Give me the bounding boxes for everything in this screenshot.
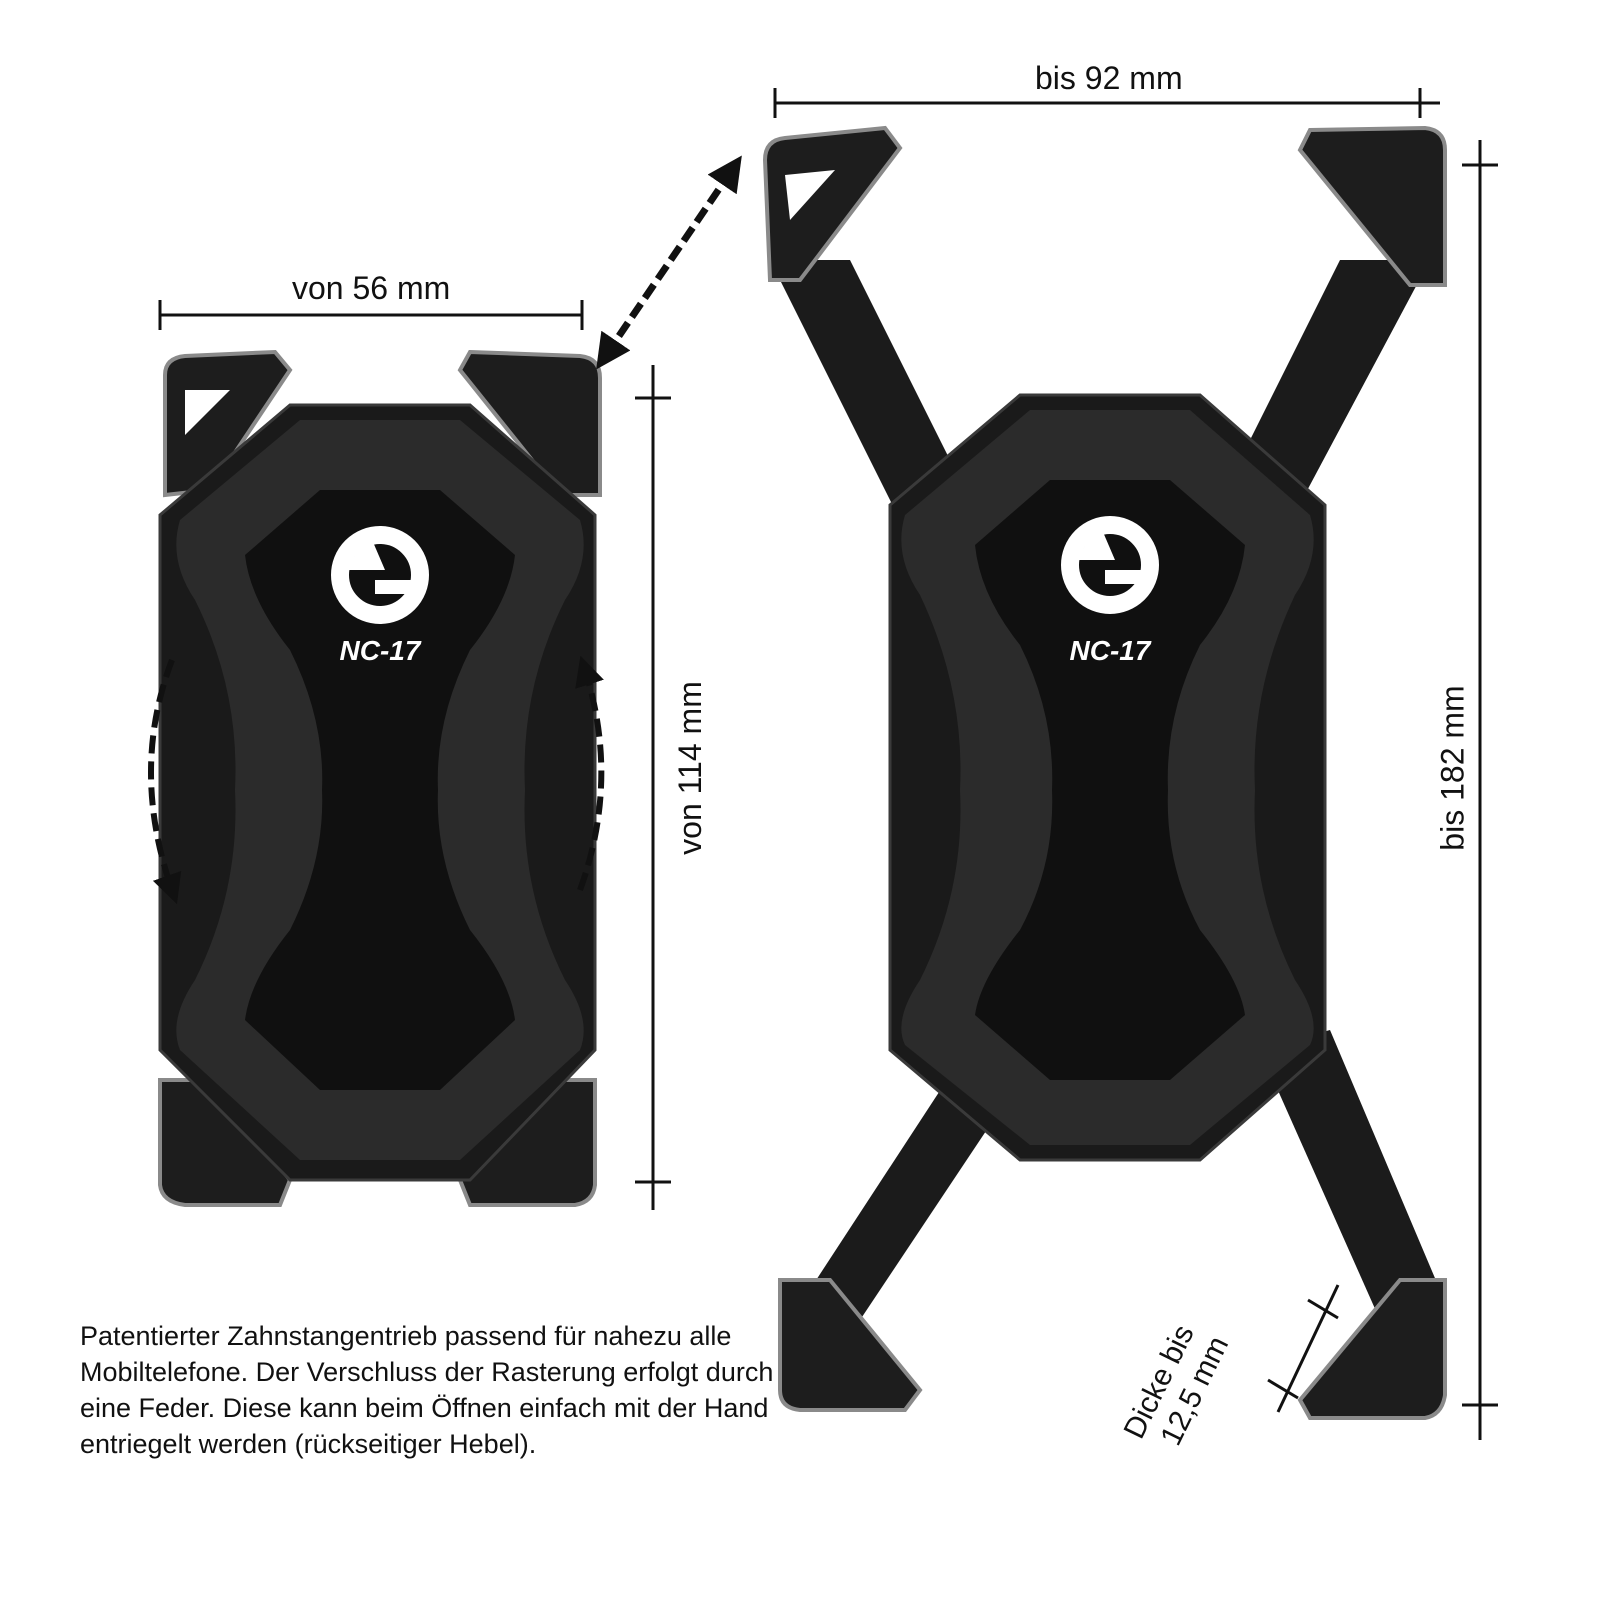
open-height-label: bis 182 mm xyxy=(1434,685,1471,851)
rotate-arrow-down-icon xyxy=(148,658,182,905)
clamp-top-left xyxy=(163,349,293,498)
triangle-window-icon xyxy=(185,390,230,435)
dim-closed-width xyxy=(158,300,584,330)
triangle-window-icon xyxy=(785,170,835,220)
phone-pad xyxy=(245,490,515,1090)
closed-holder xyxy=(158,349,602,1207)
dim-open-height xyxy=(1462,140,1498,1440)
dim-open-width xyxy=(773,88,1440,118)
closed-height-label: von 114 mm xyxy=(671,681,708,855)
clamp-bottom-left xyxy=(158,1078,293,1207)
rotate-arrow-up-icon xyxy=(575,655,605,892)
dim-closed-height xyxy=(635,365,671,1210)
brand-text-right: NC-17 xyxy=(1070,635,1152,666)
dim-thickness xyxy=(1267,1284,1340,1413)
closed-width-label: von 56 mm xyxy=(292,270,451,306)
open-holder xyxy=(762,125,1447,1420)
product-description: Patentierter Zahnstangentrieb passend fü… xyxy=(80,1321,774,1459)
clamp-bottom-right xyxy=(457,1078,597,1207)
brand-logo-icon xyxy=(331,526,429,624)
open-width-label: bis 92 mm xyxy=(1035,60,1183,96)
brand-logo-icon xyxy=(1061,516,1159,614)
brand-text-left: NC-17 xyxy=(340,635,422,666)
expand-arrow-icon xyxy=(596,155,742,370)
